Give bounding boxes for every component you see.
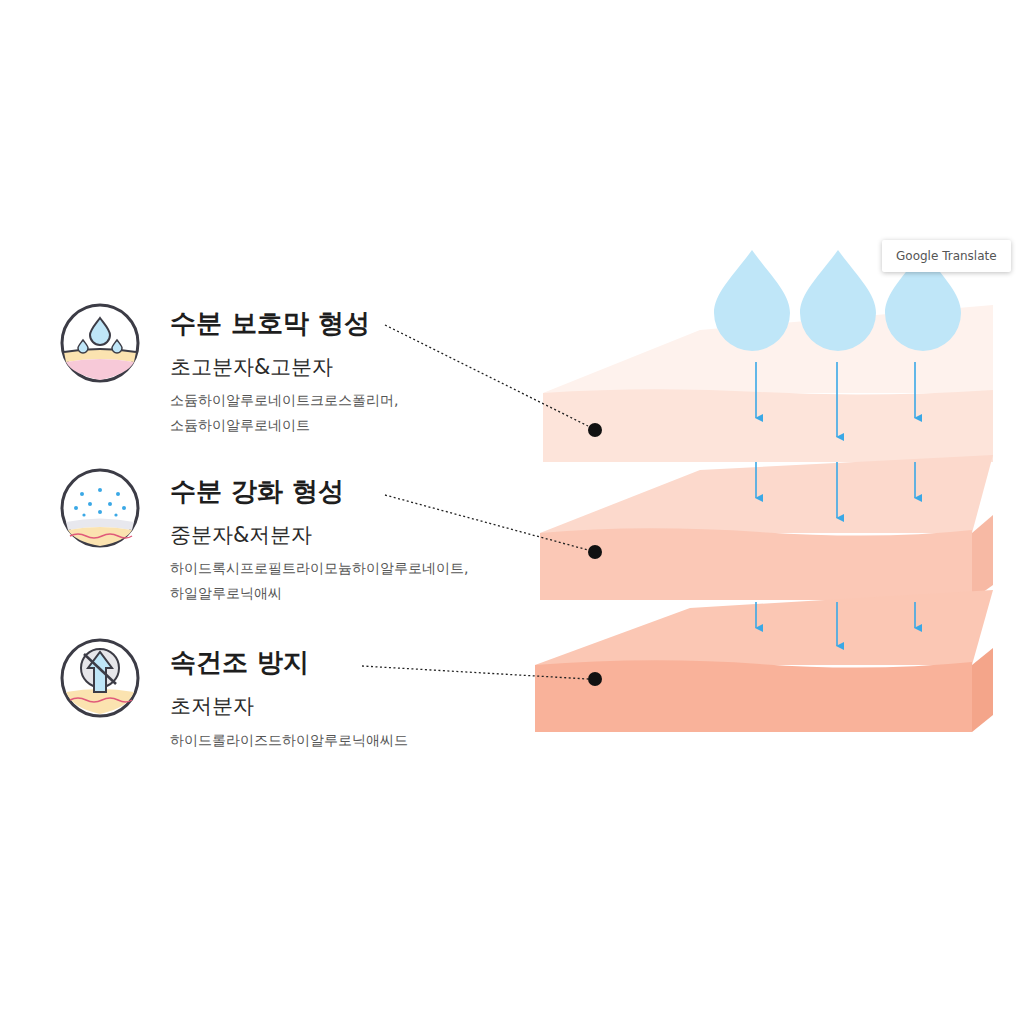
icon-prevent-dryness (62, 640, 138, 716)
translate-badge: Google Translate (882, 240, 1011, 272)
leader-lines (362, 325, 588, 679)
ingredient-list: 하이드록시프로필트라이모늄하이알루로네이트, 하일알루로닉애씨 (170, 556, 500, 606)
ingredient-list: 하이드롤라이즈드하이알루로닉애씨드 (170, 728, 500, 753)
subheading: 초저분자 (170, 692, 254, 720)
subheading: 중분자&저분자 (170, 521, 312, 549)
heading: 수분 보호막 형성 (170, 307, 370, 339)
ingredient-list: 소듐하이알루로네이트크로스폴리머, 소듐하이알루로네이트 (170, 388, 500, 438)
skin-layer-bottom (535, 590, 993, 732)
layer-dots (588, 423, 602, 686)
flow-arrows (756, 362, 915, 646)
icon-protect (62, 305, 138, 381)
skin-layer-middle (540, 455, 993, 600)
icon-strengthen (62, 470, 138, 546)
badge-text: Google Translate (882, 240, 1011, 272)
subheading: 초고분자&고분자 (170, 353, 333, 381)
heading: 속건조 방지 (170, 646, 309, 678)
heading: 수분 강화 형성 (170, 475, 344, 507)
